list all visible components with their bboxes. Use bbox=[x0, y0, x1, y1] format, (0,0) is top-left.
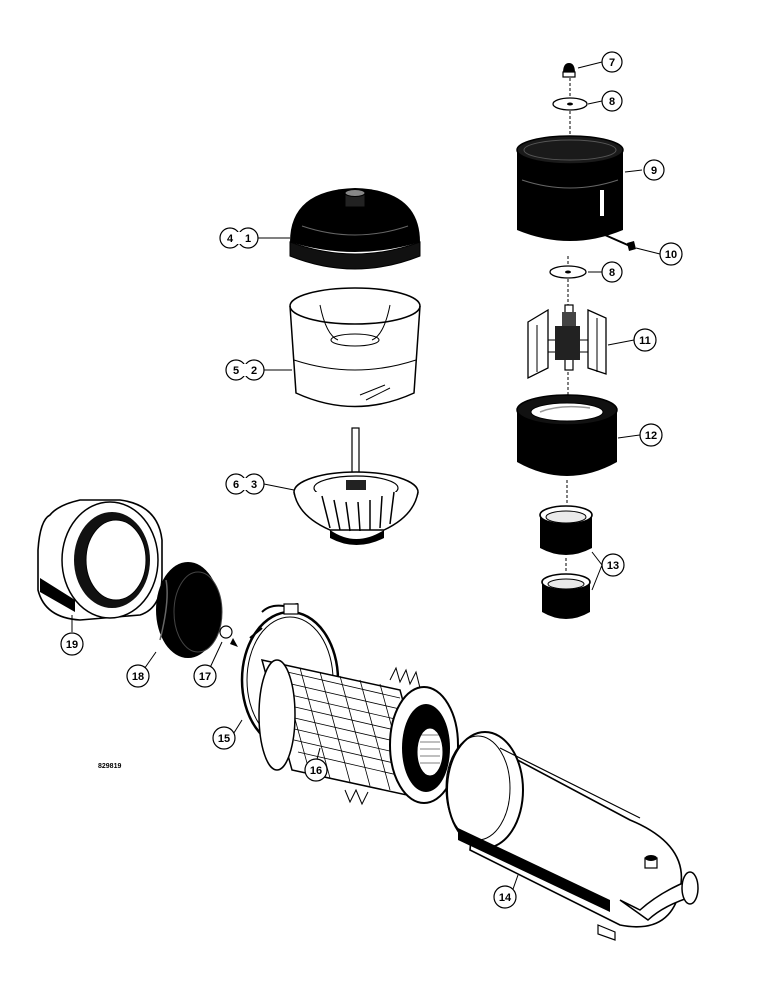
callout-6-3: 6 3 bbox=[225, 473, 265, 495]
callout-label: 8 bbox=[609, 96, 615, 108]
callout-label: 16 bbox=[310, 765, 322, 777]
callout-label: 14 bbox=[499, 892, 512, 904]
figure-id: 829819 bbox=[98, 763, 121, 770]
callout-label: 7 bbox=[609, 57, 615, 69]
part-oil-bath-bowl bbox=[289, 287, 421, 408]
part-precleaner-cover bbox=[516, 135, 624, 241]
callout-10: 10 bbox=[659, 242, 683, 266]
part-gasket-ring bbox=[156, 562, 223, 658]
callout-label: 2 bbox=[251, 365, 257, 377]
callout-8: 8 bbox=[601, 90, 623, 112]
part-outer-shell bbox=[37, 499, 163, 621]
part-vane-impeller bbox=[527, 304, 607, 380]
callout-7: 7 bbox=[601, 51, 623, 73]
callout-label: 6 bbox=[233, 479, 239, 491]
callout-18: 18 bbox=[126, 664, 150, 688]
callout-4-1: 4 1 bbox=[219, 227, 259, 249]
callout-label: 3 bbox=[251, 479, 257, 491]
callout-13: 13 bbox=[601, 553, 625, 577]
callout-label: 13 bbox=[607, 560, 619, 572]
callout-label: 19 bbox=[66, 639, 78, 651]
part-washer-lower bbox=[549, 265, 587, 279]
part-oil-cup-body bbox=[293, 471, 419, 545]
callout-9: 9 bbox=[643, 159, 665, 181]
part-sleeve-lower bbox=[541, 573, 591, 619]
callout-label: 5 bbox=[233, 365, 239, 377]
callout-label: 17 bbox=[199, 671, 211, 683]
callout-15: 15 bbox=[212, 726, 236, 750]
part-washer-top bbox=[552, 97, 588, 111]
callout-label: 1 bbox=[245, 233, 251, 245]
part-oil-bath-cap bbox=[289, 188, 421, 270]
callout-label: 11 bbox=[639, 335, 651, 347]
part-wing-nut bbox=[212, 620, 238, 647]
callout-12: 12 bbox=[639, 423, 663, 447]
part-filter-canister bbox=[445, 731, 699, 941]
callout-8: 8 bbox=[601, 261, 623, 283]
callout-label: 4 bbox=[227, 233, 234, 245]
callout-14: 14 bbox=[493, 885, 517, 909]
callout-label: 9 bbox=[651, 165, 657, 177]
callout-label: 15 bbox=[218, 733, 230, 745]
part-precleaner-bowl bbox=[516, 394, 618, 476]
callout-label: 8 bbox=[609, 267, 615, 279]
callout-17: 17 bbox=[193, 664, 217, 688]
callout-label: 12 bbox=[645, 430, 657, 442]
callout-11: 11 bbox=[633, 328, 657, 352]
callout-label: 18 bbox=[132, 671, 144, 683]
part-screw bbox=[604, 234, 636, 251]
callout-19: 19 bbox=[60, 632, 84, 656]
part-primary-filter-element bbox=[258, 659, 459, 806]
callout-5-2: 5 2 bbox=[225, 359, 265, 381]
callout-label: 10 bbox=[665, 249, 677, 261]
part-sleeve-upper bbox=[539, 505, 593, 555]
part-cap-nut bbox=[562, 63, 576, 78]
callout-16: 16 bbox=[304, 758, 328, 782]
